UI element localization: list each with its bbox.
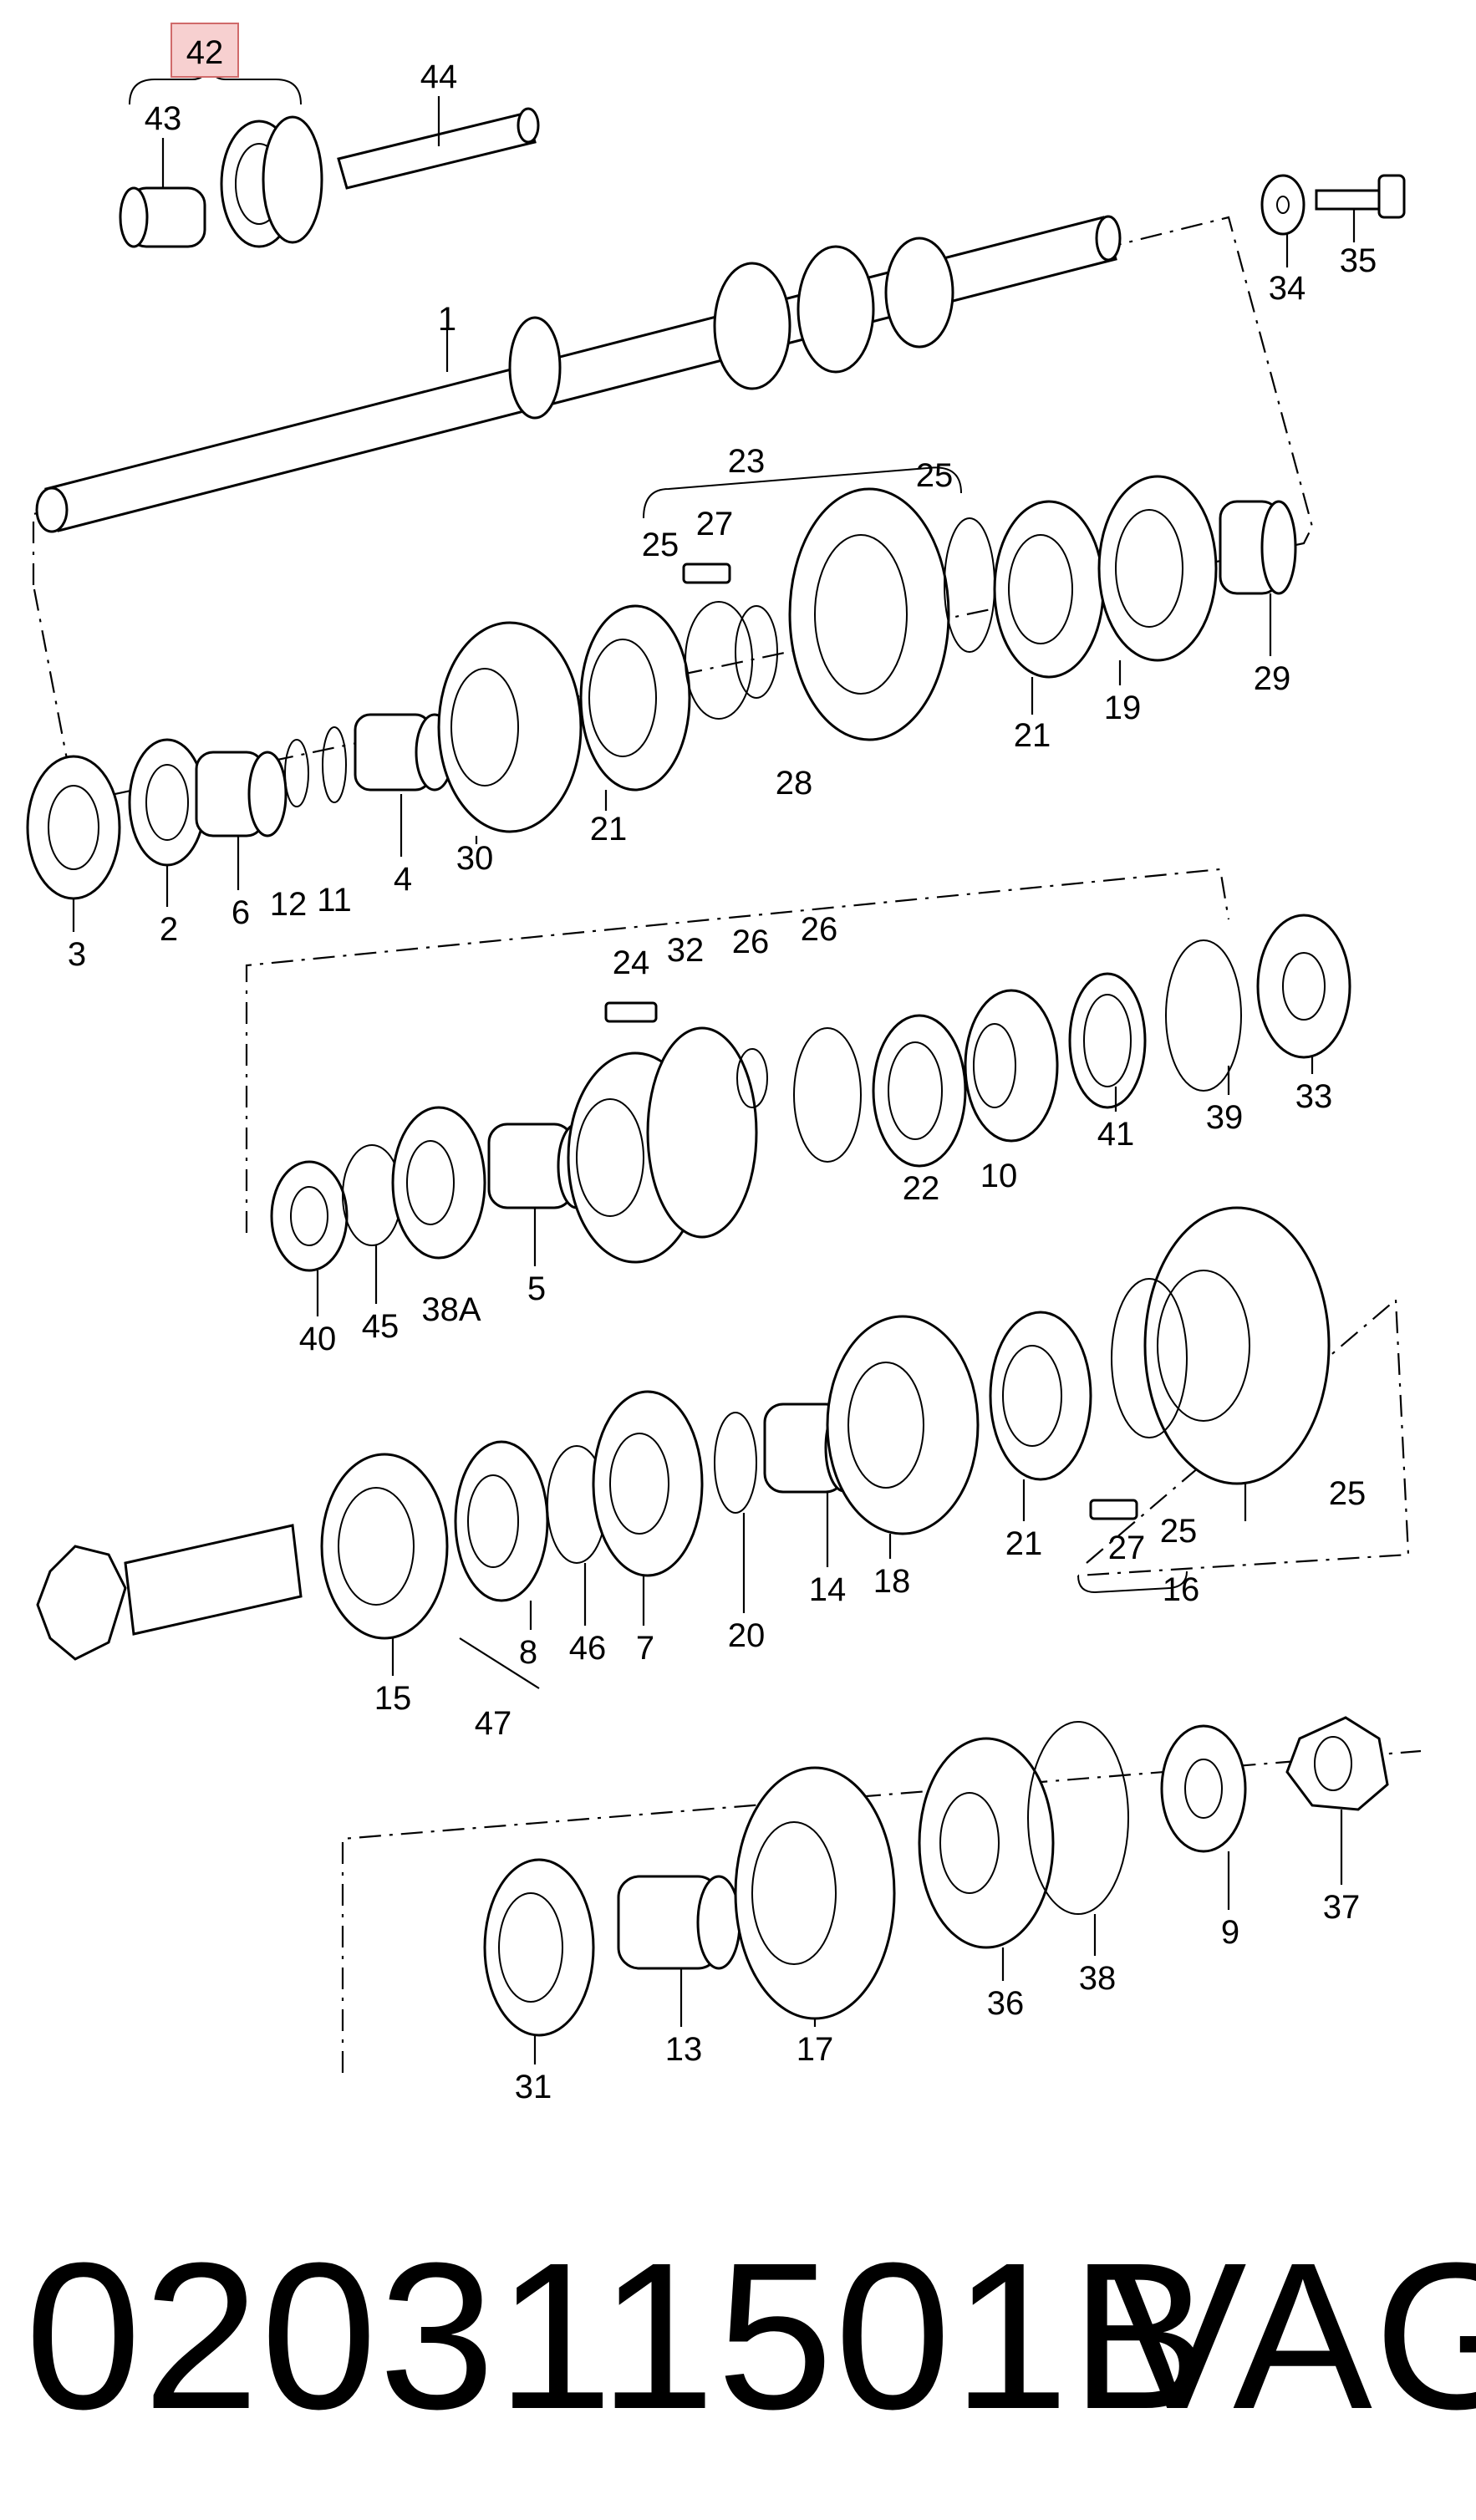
row2-components [270, 914, 1351, 1272]
callout-label: 22 [903, 1170, 940, 1207]
callout-label: 21 [1005, 1525, 1043, 1562]
callout-label: 27 [1108, 1530, 1146, 1566]
callout-label: 20 [728, 1617, 766, 1654]
brand-caption: VAG [1107, 2219, 1476, 2452]
washer-and-bolt [1260, 174, 1406, 236]
callout-label: 30 [456, 840, 494, 877]
callout-label: 10 [980, 1158, 1018, 1194]
callout-label: 40 [299, 1321, 337, 1357]
callout-label: 14 [809, 1571, 847, 1608]
callout-label: 28 [776, 765, 813, 802]
callout-label: 35 [1340, 242, 1377, 279]
callout-label: 41 [1097, 1116, 1135, 1153]
callout-label: 23 [728, 443, 766, 480]
row1-components [26, 475, 1297, 900]
callout-label: 12 [270, 886, 308, 923]
callout-label: 25 [1160, 1513, 1198, 1550]
callout-label: 25 [916, 457, 954, 494]
callout-label: 25 [1329, 1475, 1367, 1512]
callout-42-highlight: 42 [171, 23, 239, 78]
callout-label: 31 [515, 2069, 552, 2105]
callout-label: 5 [527, 1270, 546, 1307]
callout-label: 36 [987, 1985, 1025, 2022]
callout-label: 46 [569, 1630, 607, 1667]
callout-label: 39 [1206, 1099, 1244, 1136]
callout-label: 38A [421, 1291, 481, 1328]
callout-label: 47 [475, 1705, 512, 1742]
callout-label: 17 [797, 2031, 834, 2068]
callout-label: 1 [438, 301, 456, 338]
callout-label: 3 [68, 936, 86, 973]
callout-label: 33 [1295, 1078, 1333, 1115]
callout-label: 25 [642, 527, 679, 563]
callout-label: 13 [665, 2031, 703, 2068]
callout-label: 27 [696, 506, 734, 542]
callout-label: 32 [667, 932, 705, 969]
callout-label: 45 [362, 1308, 400, 1345]
callout-label: 9 [1221, 1914, 1239, 1951]
callout-label: 4 [394, 861, 412, 898]
part-number-caption: 020311501B [25, 2219, 1212, 2452]
callout-label: 38 [1079, 1960, 1117, 1997]
leader-lines [72, 96, 1356, 2064]
callout-label: 37 [1323, 1889, 1361, 1926]
callout-label: 6 [232, 894, 250, 931]
row3-components [36, 1206, 1331, 1689]
callout-label: 21 [590, 811, 628, 848]
callout-label: 34 [1269, 270, 1306, 307]
callout-label: 44 [420, 59, 458, 95]
part-42-assembly [119, 107, 540, 248]
callout-label: 43 [145, 100, 182, 137]
callout-label: 26 [801, 911, 838, 948]
callout-label: 24 [613, 944, 650, 981]
callout-label: 7 [636, 1630, 654, 1667]
callout-label: 15 [374, 1680, 412, 1717]
callout-label: 2 [160, 911, 178, 948]
row4-components [483, 1716, 1389, 2037]
callout-label: 19 [1104, 690, 1142, 726]
callout-label: 21 [1014, 717, 1051, 754]
callout-42-label: 42 [186, 34, 224, 71]
callout-label: 16 [1163, 1571, 1200, 1608]
callout-label: 11 [317, 882, 352, 919]
callout-label: 18 [873, 1563, 911, 1600]
shaft-part-1 [35, 215, 1122, 533]
callout-label: 26 [732, 924, 770, 960]
callout-label: 29 [1254, 660, 1291, 697]
callout-label: 8 [519, 1634, 537, 1671]
callout-labels: 43 44 34 35 1 23 25 27 25 3 2 6 12 11 4 … [68, 59, 1377, 2105]
